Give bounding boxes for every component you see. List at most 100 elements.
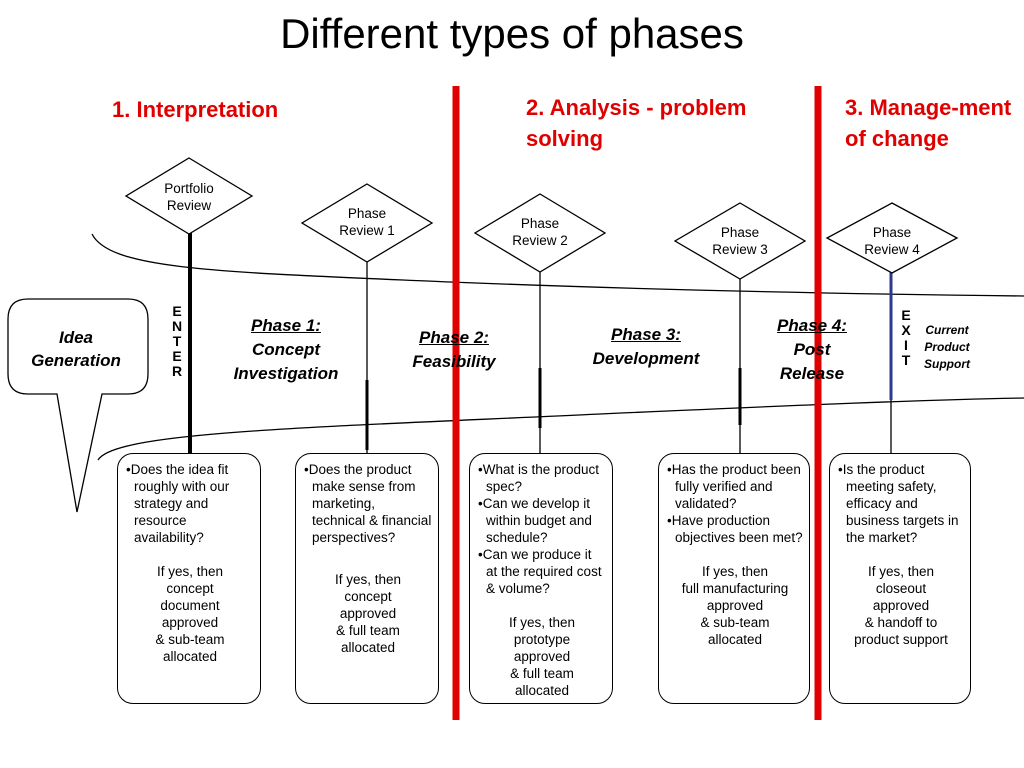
approval-line: allocated <box>340 640 396 655</box>
phase-4-name: Phase 4: <box>777 316 847 335</box>
approval-text: If yes, then closeout approved & handoff… <box>838 563 964 648</box>
review-label-line: Review 4 <box>864 242 920 257</box>
review-diamond-portfolio <box>124 157 254 235</box>
approval-line: prototype <box>513 632 571 647</box>
enter-letter: E <box>172 348 182 364</box>
enter-letter: E <box>172 303 182 319</box>
criteria-box-phase-4: Is the product meeting safety, efficacy … <box>829 453 971 704</box>
exit-letter: I <box>904 337 908 353</box>
approval-text: If yes, then concept approved & full tea… <box>304 571 432 656</box>
review-label-line: Review 3 <box>712 242 768 257</box>
approval-line: approved <box>872 598 930 613</box>
enter-letter: R <box>171 363 183 379</box>
phase-2-name: Phase 2: <box>419 328 489 347</box>
idea-bubble-shape <box>7 298 149 513</box>
criteria-item: Is the product meeting safety, efficacy … <box>838 461 964 546</box>
criteria-item: What is the product spec? <box>478 461 606 495</box>
phase-4-desc: Post <box>793 340 831 359</box>
criteria-item: Can we produce it at the required cost &… <box>478 546 606 597</box>
phase-4-desc: Release <box>779 364 845 383</box>
criteria-list: Has the product been fully verified and … <box>667 461 803 546</box>
approval-line: approved <box>513 649 571 664</box>
phase-1-label: Phase 1: Concept Investigation <box>218 314 354 386</box>
approval-line: concept <box>344 589 392 604</box>
exit-letter: T <box>901 352 911 368</box>
approval-line: If yes, then <box>156 564 224 579</box>
review-diamond-1 <box>300 183 434 263</box>
approval-text: If yes, then prototype approved & full t… <box>478 614 606 699</box>
approval-line: document <box>160 598 220 613</box>
cps-line: Current <box>925 323 969 337</box>
section-label-management-of-change: 3. Manage-ment of change <box>845 95 1012 151</box>
approval-line: & handoff to <box>864 615 938 630</box>
approval-line: allocated <box>514 683 570 698</box>
exit-label: E X I T <box>897 308 915 368</box>
approval-line: If yes, then <box>334 572 402 587</box>
approval-text: If yes, then full manufacturing approved… <box>667 563 803 648</box>
enter-letter: N <box>171 318 183 334</box>
approval-line: approved <box>706 598 764 613</box>
approval-line: & sub-team <box>700 615 770 630</box>
approval-line: full manufacturing <box>681 581 789 596</box>
section-label-interpretation: 1. Interpretation <box>112 97 279 122</box>
phase-3-name: Phase 3: <box>611 325 681 344</box>
review-label-line: Phase <box>872 225 912 240</box>
review-diamond-2 <box>473 193 607 273</box>
criteria-box-phase-3: Has the product been fully verified and … <box>658 453 810 704</box>
approval-line: concept <box>166 581 214 596</box>
phase-2-label: Phase 2: Feasibility <box>391 326 517 374</box>
approval-line: If yes, then <box>508 615 576 630</box>
criteria-item: Have production objectives been met? <box>667 512 803 546</box>
approval-line: If yes, then <box>701 564 769 579</box>
approval-text: If yes, then concept document approved &… <box>126 563 254 665</box>
criteria-list: Does the idea fit roughly with our strat… <box>126 461 254 546</box>
review-label-line: Phase <box>347 206 387 221</box>
approval-line: & full team <box>336 623 400 638</box>
phase-2-desc: Feasibility <box>412 352 496 371</box>
criteria-box-phase-1: Does the product make sense from marketi… <box>295 453 439 704</box>
phase-review-2-label: Phase Review 2 <box>490 215 590 249</box>
criteria-box-portfolio: Does the idea fit roughly with our strat… <box>117 453 261 704</box>
approval-line: allocated <box>162 649 218 664</box>
review-diamond-4 <box>825 202 959 274</box>
phase-3-label: Phase 3: Development <box>576 323 716 371</box>
approval-line: & sub-team <box>155 632 225 647</box>
phase-3-desc: Development <box>592 349 700 368</box>
phase-review-1-label: Phase Review 1 <box>317 205 417 239</box>
page-title: Different types of phases <box>280 10 744 57</box>
approval-line: & full team <box>510 666 574 681</box>
criteria-item: Does the idea fit roughly with our strat… <box>126 461 254 546</box>
approval-line: approved <box>339 606 397 621</box>
funnel-top-curve <box>91 233 1024 297</box>
criteria-item: Has the product been fully verified and … <box>667 461 803 512</box>
review-label-line: Review <box>166 198 212 213</box>
phase-1-name: Phase 1: <box>251 316 321 335</box>
criteria-item: Does the product make sense from marketi… <box>304 461 432 546</box>
phase-4-label: Phase 4: Post Release <box>752 314 872 386</box>
criteria-list: What is the product spec? Can we develop… <box>478 461 606 597</box>
criteria-list: Does the product make sense from marketi… <box>304 461 432 546</box>
phase-1-desc: Investigation <box>233 364 339 383</box>
phase-review-4-label: Phase Review 4 <box>842 224 942 258</box>
funnel-bottom-curve <box>97 397 1024 461</box>
criteria-list: Is the product meeting safety, efficacy … <box>838 461 964 546</box>
review-label-line: Review 1 <box>339 223 395 238</box>
review-label-line: Portfolio <box>164 181 214 196</box>
idea-generation-line: Generation <box>31 351 121 370</box>
approval-line: product support <box>854 632 948 647</box>
criteria-box-phase-2: What is the product spec? Can we develop… <box>469 453 613 704</box>
approval-line: approved <box>161 615 219 630</box>
review-label-line: Review 2 <box>512 233 568 248</box>
current-product-support-label: Current Product Support <box>917 322 977 373</box>
exit-letter: X <box>901 322 911 338</box>
section-label-analysis: 2. Analysis - problem solving <box>526 95 747 151</box>
portfolio-review-label: Portfolio Review <box>139 180 239 214</box>
review-diamond-3 <box>673 202 807 280</box>
approval-line: closeout <box>875 581 927 596</box>
approval-line: allocated <box>707 632 763 647</box>
exit-letter: E <box>901 307 911 323</box>
phase-review-3-label: Phase Review 3 <box>690 224 790 258</box>
review-label-line: Phase <box>720 225 760 240</box>
